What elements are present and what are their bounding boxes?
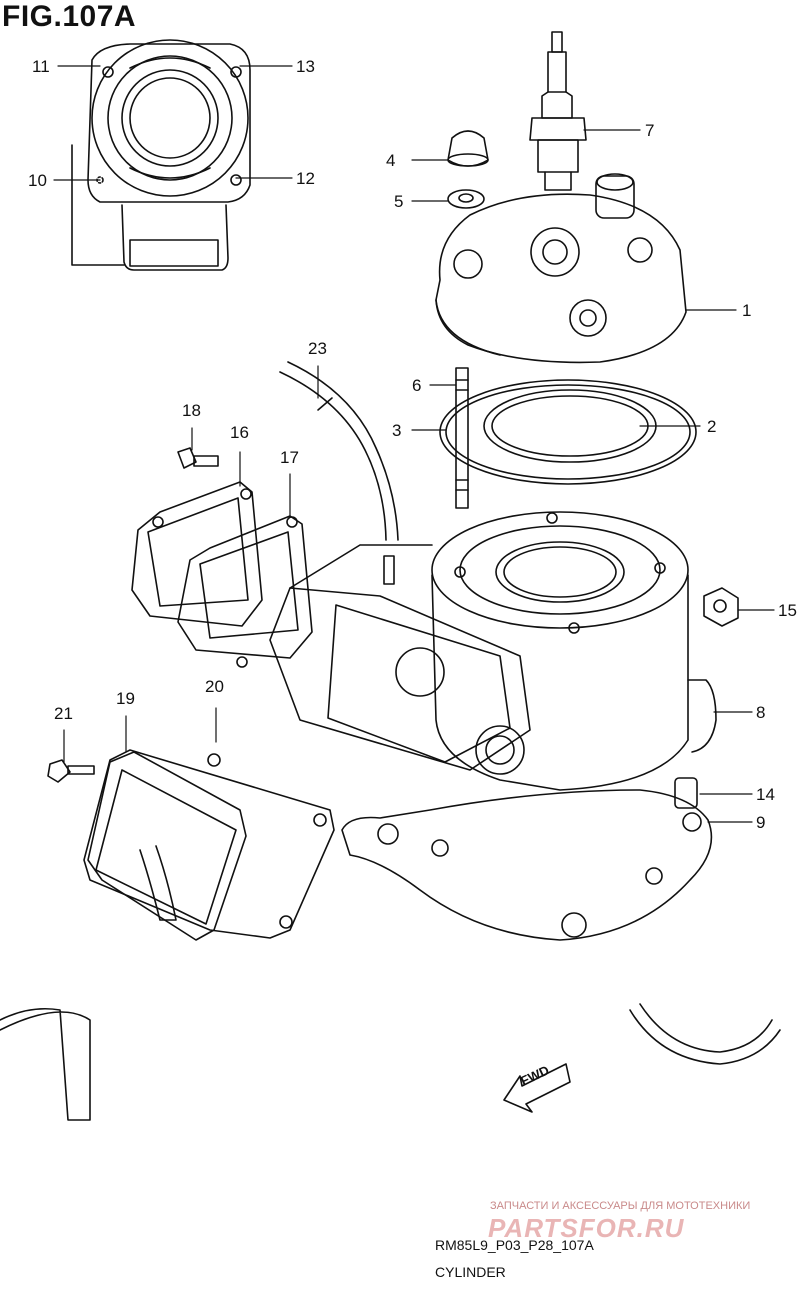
callout-12: 12 [296, 169, 315, 188]
diagram-caption: CYLINDER [435, 1264, 506, 1280]
base-gasket [341, 789, 713, 941]
breather-hose [279, 361, 399, 541]
callout-17: 17 [280, 448, 299, 467]
callout-9: 9 [756, 813, 766, 832]
callout-15: 15 [778, 601, 797, 620]
washer [447, 189, 485, 209]
watermark-tagline: ЗАПЧАСТИ И АКСЕССУАРЫ ДЛЯ МОТОТЕХНИКИ [490, 1200, 751, 1212]
callout-8: 8 [756, 703, 766, 722]
figure-title: FIG.107A [2, 0, 137, 33]
callout-18: 18 [182, 401, 201, 420]
bolt-18 [177, 447, 219, 469]
cap-nut [447, 130, 489, 167]
reed-gasket [131, 481, 263, 627]
lower-hose-left [0, 1007, 91, 1121]
callout-20: 20 [205, 677, 224, 696]
lower-hose-right [629, 1003, 781, 1065]
cylinder-nut [703, 587, 739, 627]
diagram-ref-code: RM85L9_P03_P28_107A [435, 1237, 594, 1253]
reed-plate-gasket [177, 515, 313, 668]
callout-4: 4 [386, 151, 396, 170]
callout-19: 19 [116, 689, 135, 708]
cover-gasket [83, 749, 335, 939]
callout-11: 11 [32, 57, 50, 76]
callout-2: 2 [707, 417, 717, 436]
callout-3: 3 [392, 421, 402, 440]
head-gasket-ring [483, 389, 657, 463]
callout-16: 16 [230, 423, 249, 442]
spark-plug [529, 31, 587, 191]
bolt-21 [47, 759, 95, 783]
callout-21: 21 [54, 704, 73, 723]
callout-5: 5 [394, 192, 404, 211]
leader-lines [53, 65, 775, 823]
watermark-logo: PARTSFOR.RU [488, 1213, 685, 1243]
callout-23: 23 [308, 339, 327, 358]
head-gasket [439, 379, 697, 485]
stud-bolt [455, 367, 469, 509]
cylinder-head [435, 173, 687, 364]
fwd-arrow [503, 1063, 571, 1113]
inset-cylinder-top [71, 39, 251, 271]
cylinder [269, 511, 717, 809]
callout-6: 6 [412, 376, 422, 395]
callout-14: 14 [756, 785, 775, 804]
callout-1: 1 [742, 301, 752, 320]
callout-13: 13 [296, 57, 315, 76]
callout-7: 7 [645, 121, 655, 140]
callout-10: 10 [28, 171, 47, 190]
reed-cover [87, 751, 247, 941]
